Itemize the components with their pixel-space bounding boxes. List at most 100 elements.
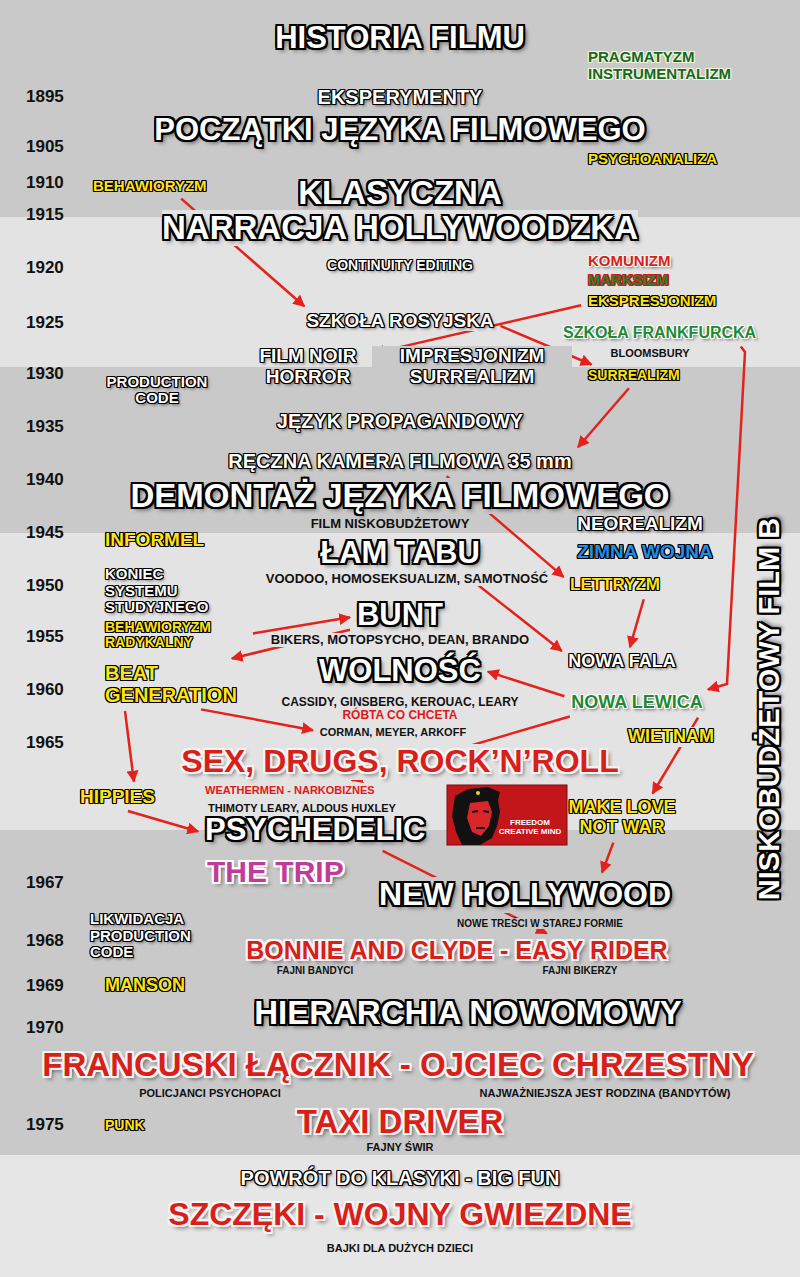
year-label: 1968: [26, 932, 64, 951]
year-label: 1965: [26, 734, 64, 753]
concept-node: BEAT GENERATION: [100, 659, 265, 709]
concept-node: RĘCZNA KAMERA FILMOWA 35 mm: [223, 447, 576, 475]
note-label: VOODOO, HOMOSEKSUALIZM, SAMOTNOŚĆ: [266, 572, 548, 586]
influence-arrow: [125, 711, 134, 782]
poster-caption: FREEDOM CREATIVE MIND: [492, 819, 568, 837]
concept-label: PUNK: [105, 1118, 145, 1133]
era-band: [0, 367, 800, 533]
note-label: POLICJANCI PSYCHOPACI: [139, 1087, 281, 1099]
influence-arrow: [488, 672, 565, 697]
influence-arrow: [708, 346, 745, 689]
node-text: ŁAM TABU: [320, 536, 480, 570]
year-label: 1969: [26, 977, 64, 996]
film-title: TAXI DRIVER: [297, 1104, 504, 1140]
concept-node: NOWA LEWICA: [566, 690, 707, 716]
concept-node: MAKE LOVE NOT WAR: [552, 795, 693, 841]
concept-label: ZIMNA WOJNA: [577, 542, 712, 563]
concept-node: SZKOŁA FRANKFURCKA: [558, 321, 761, 345]
poster-frame: [447, 785, 567, 845]
year-label: 1975: [26, 1116, 64, 1135]
year-label: 1905: [26, 138, 64, 157]
node-text: BEHAWIORYZM: [93, 178, 207, 195]
poster-features: [472, 811, 489, 828]
note-label: NAJWAŻNIEJSZA JEST RODZINA (BANDYTÓW): [480, 1087, 731, 1099]
concept-node: SURREALIZM: [583, 365, 685, 386]
concept-label: KOMUNIZM: [588, 253, 671, 270]
event-label: LIKWIDACJA PRODUCTION CODE: [90, 911, 203, 961]
concept-node: SZKOŁA ROSYJSKA: [301, 308, 498, 335]
influence-arrow: [602, 843, 613, 873]
node-text: NEW HOLLYWOOD: [379, 877, 671, 912]
note-label: BLOOMSBURY: [610, 347, 689, 359]
concept-node: WOLNOŚĆ: [314, 651, 486, 691]
era-label: CONTINUITY EDITING: [327, 258, 473, 273]
poster-silhouette: [452, 787, 500, 845]
era-band: [0, 0, 800, 217]
node-text: BONNIE AND CLYDE - EASY RIDER: [246, 937, 667, 965]
note-label: THIMOTY LEARY, ALDOUS HUXLEY: [208, 802, 396, 814]
concept-node: BONNIE AND CLYDE - EASY RIDER: [241, 934, 672, 968]
concept-label: PRAGMATYZM: [588, 49, 694, 66]
concept-node: EKSPRESJONIZM: [583, 290, 721, 313]
influence-arrow: [630, 599, 644, 647]
poster-star: [476, 791, 480, 795]
diagram-title: HISTORIA FILMU: [275, 21, 525, 55]
influence-arrow: [578, 388, 629, 447]
node-text: CORMAN, MEYER, ARKOFF: [320, 726, 466, 738]
film-title: FRANCUSKI ŁĄCZNIK - OJCIEC CHRZESTNY: [42, 1047, 753, 1083]
side-label: NISKOBUDŻETOWY FILM B: [754, 518, 786, 900]
node-text: LETTRYZM: [570, 576, 660, 595]
node-text: HIPPIES: [80, 787, 155, 808]
influence-arrow: [253, 617, 350, 633]
year-label: 1967: [26, 874, 64, 893]
year-label: 1960: [26, 681, 64, 700]
node-text: NOWA FALA: [568, 652, 675, 672]
concept-node: LETTRYZM: [565, 573, 665, 598]
node-text: NOWA LEWICA: [571, 693, 702, 713]
influence-arrow: [201, 709, 313, 730]
era-heading: KLASYCZNA: [298, 175, 502, 211]
year-label: 1930: [26, 365, 64, 384]
node-text: BUNT: [357, 598, 443, 632]
era-band: [0, 830, 800, 1155]
era-band: [0, 1155, 800, 1277]
concept-label: MARKSIZM: [588, 272, 669, 289]
era-heading: DEMONTAŻ JĘZYKA FILMOWEGO: [131, 478, 670, 514]
note-label: CASSIDY, GINSBERG, KEROUAC, LEARY: [282, 696, 519, 709]
concept-node: WEATHERMEN - NARKOBIZNES: [200, 781, 380, 799]
node-text: BEHAWIORYZM RADYKALNY: [105, 620, 246, 651]
year-label: 1920: [26, 259, 64, 278]
year-label: 1910: [26, 174, 64, 193]
note-label: BAJKI DLA DUŻYCH DZIECI: [327, 1242, 473, 1254]
film-title: SZCZĘKI - WOJNY GWIEZDNE: [168, 1197, 631, 1232]
node-text: PSYCHEDELIC: [205, 813, 425, 847]
note-label: FAJNY ŚWIR: [366, 1141, 433, 1153]
note-label: FAJNI BIKERZY: [542, 965, 617, 976]
note-label: RÓBTA CO CHCETA: [342, 709, 457, 722]
concept-node: BUNT: [352, 595, 448, 635]
node-text: MAKE LOVE NOT WAR: [557, 798, 688, 838]
note-label: FAJNI BANDYCI: [277, 965, 354, 976]
year-label: 1950: [26, 577, 64, 596]
era-label: JĘZYK PROPAGANDOWY: [277, 410, 523, 432]
year-label: 1895: [26, 88, 64, 107]
concept-node: NEW HOLLYWOOD: [374, 874, 676, 915]
year-label: 1940: [26, 471, 64, 490]
poster-illustration: [447, 785, 567, 845]
node-text: SZKOŁA FRANKFURCKA: [563, 324, 756, 342]
era-band: [0, 533, 800, 830]
concept-node: NOWA FALA: [563, 649, 680, 675]
concept-node: CORMAN, MEYER, ARKOFF: [315, 723, 471, 741]
node-text: SURREALIZM: [588, 368, 680, 383]
node-text: EKSPRESJONIZM: [588, 293, 716, 310]
era-label: NEOREALIZM: [577, 514, 703, 535]
year-label: 1925: [26, 314, 64, 333]
era-label: IMPRESJONIZM SURREALIZM: [372, 346, 572, 388]
event-label: PRODUCTION CODE: [97, 374, 218, 407]
concept-node: PSYCHEDELIC: [200, 810, 430, 850]
event-label: KONIEC SYSTEMU STUDYJNEGO: [105, 566, 224, 616]
concept-label: MANSON: [105, 976, 185, 996]
concept-node: BEHAWIORYZM RADYKALNY: [100, 617, 251, 654]
